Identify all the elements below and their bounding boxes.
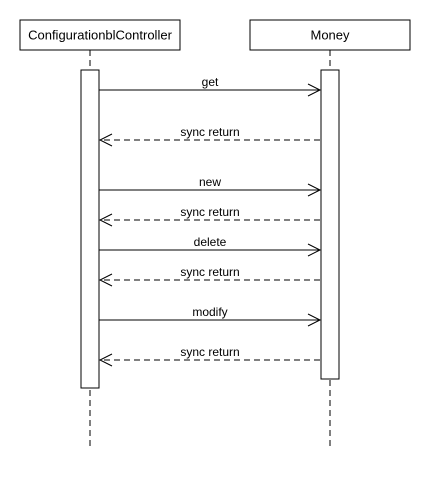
message-label: sync return	[180, 205, 239, 219]
message-delete: delete	[99, 235, 322, 257]
participant-label: Money	[310, 28, 350, 43]
participant-configurationblcontroller: ConfigurationblController	[19, 19, 181, 51]
participant-money: Money	[249, 19, 411, 51]
arrow-right-icon	[307, 83, 322, 97]
message-label: modify	[192, 305, 227, 319]
activation-bar-configurationblcontroller	[80, 69, 100, 389]
message-get: get	[99, 75, 322, 97]
message-label: get	[202, 75, 219, 89]
message-label: new	[199, 175, 221, 189]
message-modify: modify	[99, 305, 322, 327]
arrow-left-icon	[98, 273, 113, 287]
message-label: sync return	[180, 265, 239, 279]
message-new: new	[99, 175, 322, 197]
arrow-left-icon	[98, 353, 113, 367]
message-sync-return: sync return	[98, 125, 320, 147]
participant-box	[19, 19, 181, 51]
message-sync-return: sync return	[98, 345, 320, 367]
message-label: delete	[194, 235, 227, 249]
arrow-right-icon	[307, 243, 322, 257]
activation-bar-money	[320, 69, 340, 380]
message-label: sync return	[180, 125, 239, 139]
arrow-right-icon	[307, 183, 322, 197]
arrow-left-icon	[98, 213, 113, 227]
arrow-left-icon	[98, 133, 113, 147]
message-sync-return: sync return	[98, 265, 320, 287]
participant-label: ConfigurationblController	[28, 28, 172, 43]
participant-box	[249, 19, 411, 51]
message-label: sync return	[180, 345, 239, 359]
arrow-right-icon	[307, 313, 322, 327]
message-sync-return: sync return	[98, 205, 320, 227]
